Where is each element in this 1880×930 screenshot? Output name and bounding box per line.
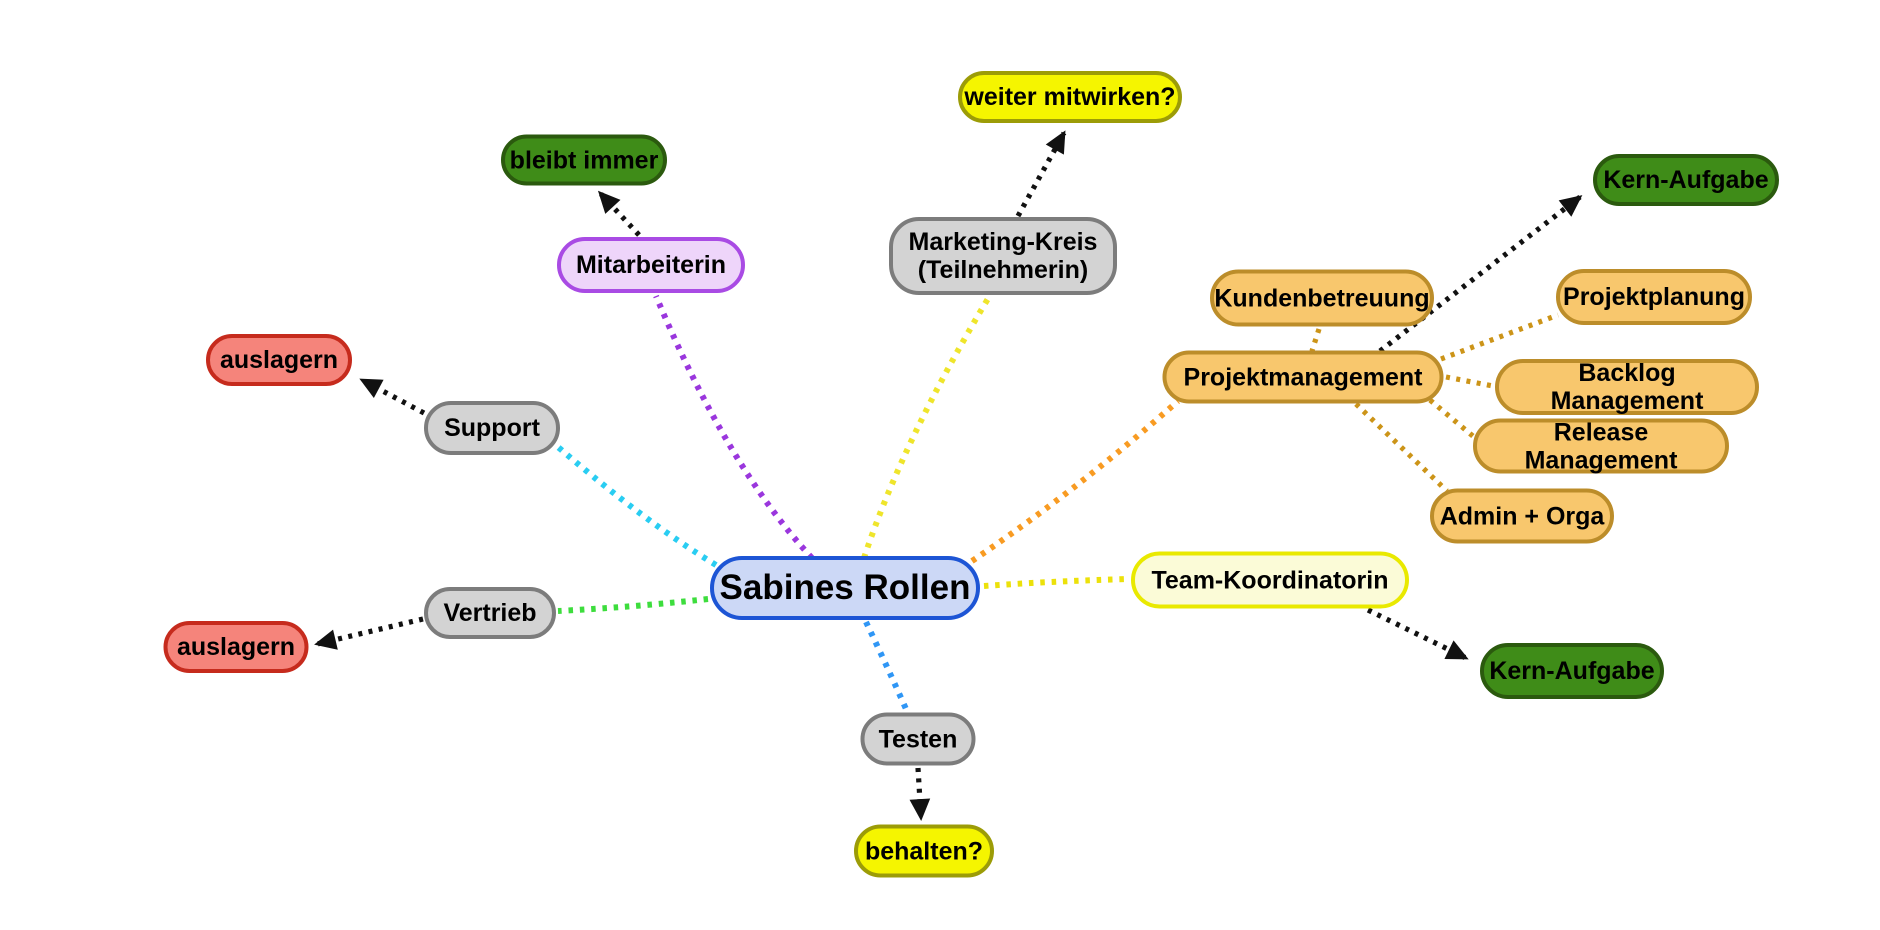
edge-root-marketing — [861, 295, 992, 559]
node-sabines-rollen[interactable]: Sabines Rollen — [710, 556, 980, 620]
node-backlog-management[interactable]: Backlog Management — [1495, 359, 1759, 415]
node-label: Support — [444, 414, 540, 442]
node-label: auslagern — [219, 346, 339, 374]
node-team-koordinatorin[interactable]: Team-Koordinatorin — [1131, 551, 1409, 609]
edge-root-mitarbeiterin — [653, 294, 815, 561]
arrow-marketing-weiter-mitwirken — [1015, 130, 1067, 218]
node-label: Testen — [878, 725, 958, 753]
edge-projektmanagement-admin-orga — [1354, 402, 1449, 493]
arrow-mitarbeiterin-bleibt-immer — [597, 190, 641, 237]
node-release-management[interactable]: Release Management — [1473, 418, 1729, 474]
edge-root-support — [556, 444, 718, 568]
node-label: Team-Koordinatorin — [1151, 566, 1389, 594]
node-label: auslagern — [176, 633, 296, 661]
node-label: Kern-Aufgabe — [1489, 657, 1655, 685]
edge-projektmanagement-backlog-management — [1445, 374, 1494, 389]
node-admin-orga[interactable]: Admin + Orga — [1430, 488, 1614, 544]
node-label: Sabines Rollen — [719, 568, 971, 608]
edge-projektmanagement-projektplanung — [1440, 312, 1559, 362]
edge-projektmanagement-release-management — [1428, 398, 1476, 439]
node-label: Mitarbeiterin — [575, 251, 727, 279]
node-label: Admin + Orga — [1439, 502, 1605, 530]
node-support[interactable]: Support — [424, 401, 560, 455]
node-label: Kundenbetreuung — [1214, 284, 1430, 312]
edge-root-projektmanagement — [970, 398, 1180, 564]
node-weiter-mitwirken[interactable]: weiter mitwirken? — [958, 71, 1182, 123]
node-vertrieb[interactable]: Vertrieb — [424, 587, 556, 639]
node-label: weiter mitwirken? — [964, 83, 1176, 111]
arrow-vertrieb-auslagern — [314, 616, 424, 650]
node-testen[interactable]: Testen — [860, 712, 976, 766]
node-label: Projektmanagement — [1183, 363, 1423, 391]
arrow-testen-behalten — [909, 767, 931, 821]
node-projektplanung[interactable]: Projektplanung — [1556, 269, 1752, 325]
node-kundenbetreuung[interactable]: Kundenbetreuung — [1210, 269, 1434, 327]
node-label: Projektplanung — [1563, 283, 1745, 311]
node-bleibt-immer[interactable]: bleibt immer — [501, 134, 667, 186]
edge-root-vertrieb — [557, 596, 709, 614]
edge-projektmanagement-kundenbetreuung — [1309, 328, 1322, 352]
node-projektmanagement[interactable]: Projektmanagement — [1162, 350, 1444, 404]
node-label: Vertrieb — [443, 599, 537, 627]
node-behalten[interactable]: behalten? — [854, 824, 994, 878]
node-label: Backlog Management — [1550, 359, 1704, 415]
arrow-team-koordinatorin-kern-aufgabe — [1366, 607, 1469, 661]
node-label: Kern-Aufgabe — [1603, 166, 1769, 194]
node-label: Release Management — [1524, 418, 1678, 474]
node-label: behalten? — [864, 837, 984, 865]
node-kern-aufgabe-projektmanagement[interactable]: Kern-Aufgabe — [1593, 154, 1779, 206]
node-vertrieb-auslagern[interactable]: auslagern — [163, 621, 309, 673]
node-label: bleibt immer — [509, 146, 659, 174]
node-label: Marketing-Kreis (Teilnehmerin) — [908, 228, 1098, 284]
edge-root-testen — [863, 620, 909, 711]
node-support-auslagern[interactable]: auslagern — [206, 334, 352, 386]
node-mitarbeiterin[interactable]: Mitarbeiterin — [557, 237, 745, 293]
edge-root-team-koordinatorin — [983, 576, 1130, 589]
arrow-support-auslagern — [359, 377, 426, 416]
node-marketing-kreis[interactable]: Marketing-Kreis (Teilnehmerin) — [889, 217, 1117, 295]
node-kern-aufgabe-team[interactable]: Kern-Aufgabe — [1480, 643, 1664, 699]
